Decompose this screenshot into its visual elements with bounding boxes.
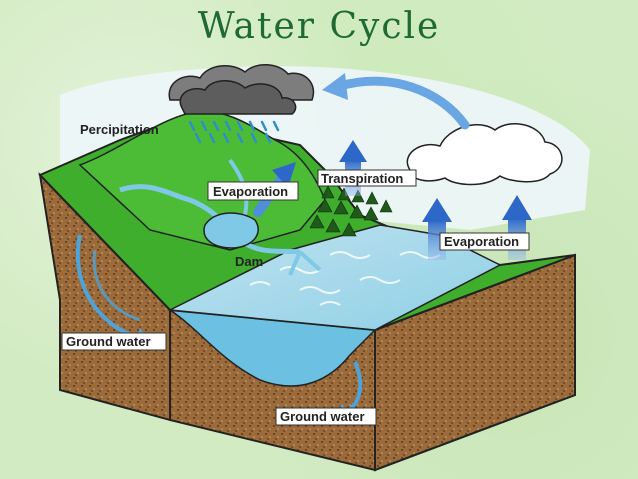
dam-lake — [203, 212, 259, 249]
river-mouth — [288, 250, 322, 276]
label-box-ground-water-bottom — [275, 407, 377, 426]
ground-water-arrow-left — [75, 234, 141, 340]
label-box-evaporation-land — [207, 181, 299, 201]
label-evaporation-land: Evaporation — [213, 184, 288, 199]
label-transpiration: Transpiration — [321, 171, 403, 186]
label-ground-water-bottom: Ground water — [280, 409, 365, 424]
white-cloud — [406, 123, 563, 186]
label-box-transpiration — [317, 169, 417, 187]
rain-cloud — [168, 64, 315, 115]
condensation-arrow — [335, 76, 470, 130]
label-box-ground-water-left — [61, 332, 167, 351]
label-evaporation-sea: Evaporation — [444, 234, 519, 249]
label-dam: Dam — [235, 254, 263, 269]
label-box-evaporation-sea — [439, 232, 530, 251]
sea-ripples — [249, 251, 441, 306]
label-precipitation: Percipitation — [80, 122, 159, 137]
rain-drops — [188, 120, 280, 144]
label-ground-water-left: Ground water — [66, 334, 151, 349]
page-title: Water Cycle — [197, 6, 441, 47]
condensation-arrow-head — [322, 73, 348, 100]
lake-section — [169, 309, 377, 387]
